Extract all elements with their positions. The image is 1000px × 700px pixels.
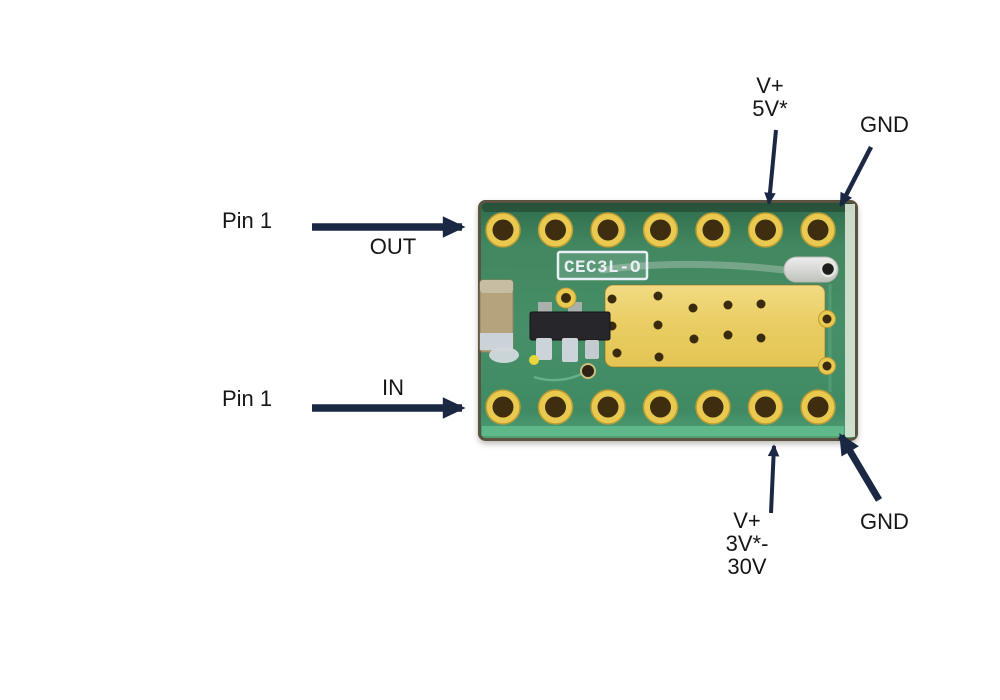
vplus-bottom-line2: 3V*- bbox=[725, 531, 769, 556]
pcb-bottom-edge-highlight bbox=[482, 426, 844, 436]
vplus-bottom-label: V+ 3V*- 30V bbox=[710, 509, 784, 578]
smd-capacitor bbox=[479, 279, 519, 363]
ic-body bbox=[529, 311, 611, 341]
ic-lead bbox=[585, 340, 599, 359]
through-hole-pad bbox=[485, 212, 521, 248]
gnd-bottom-arrow bbox=[837, 433, 883, 502]
gnd-top-label: GND bbox=[860, 112, 909, 137]
out-label: OUT bbox=[369, 234, 417, 259]
through-hole-pad bbox=[747, 212, 784, 248]
pcb-top-edge-shadow bbox=[482, 203, 854, 212]
white-cylindrical-component bbox=[783, 256, 839, 283]
through-hole-pad bbox=[747, 389, 784, 425]
ic-lead bbox=[562, 338, 578, 362]
pin1-top-label: Pin 1 bbox=[222, 208, 273, 233]
vplus-bottom-line1: V+ bbox=[733, 508, 761, 533]
through-hole-pad bbox=[590, 212, 626, 248]
through-hole-pad bbox=[695, 212, 731, 248]
pcb-right-edge-strip bbox=[845, 204, 855, 437]
vplus-top-line1: V+ bbox=[756, 73, 784, 98]
through-hole-pad bbox=[537, 389, 574, 425]
vplus-top-line2: 5V* bbox=[752, 96, 788, 121]
gnd-bottom-label: GND bbox=[860, 509, 909, 534]
silkscreen-box: CEC3L-O bbox=[556, 250, 649, 281]
plated-via bbox=[555, 287, 577, 309]
pcb-board-photo: CEC3L-O bbox=[478, 200, 858, 441]
through-hole-pad bbox=[485, 389, 521, 425]
vplus-bottom-line3: 30V bbox=[727, 554, 767, 579]
test-point-hole bbox=[580, 363, 596, 379]
vplus-3v-arrow bbox=[767, 444, 780, 514]
through-hole-pad bbox=[590, 389, 626, 425]
ic-package bbox=[529, 302, 611, 362]
pin1-bottom-label: Pin 1 bbox=[222, 386, 273, 411]
ic-lead bbox=[538, 302, 552, 314]
copper-trace bbox=[598, 260, 788, 274]
yellow-fiducial-dot bbox=[529, 355, 539, 365]
through-hole-pad bbox=[642, 212, 679, 248]
silkscreen-label: CEC3L-O bbox=[564, 258, 641, 278]
component-hole bbox=[819, 260, 837, 278]
edge-via bbox=[818, 357, 836, 375]
through-hole-pad bbox=[642, 389, 679, 425]
through-hole-pad bbox=[537, 212, 574, 248]
exposed-gold-pad bbox=[604, 284, 826, 368]
through-hole-pad bbox=[800, 212, 836, 248]
edge-via bbox=[818, 310, 836, 328]
ic-lead bbox=[536, 338, 552, 360]
vplus-top-label: V+ 5V* bbox=[733, 74, 807, 120]
in-label: IN bbox=[382, 375, 404, 400]
through-hole-pad bbox=[695, 389, 731, 425]
solder-blob bbox=[489, 347, 519, 363]
vplus-5v-arrow bbox=[764, 129, 778, 205]
through-hole-pad bbox=[800, 389, 836, 425]
gnd-top-arrow bbox=[839, 145, 873, 207]
